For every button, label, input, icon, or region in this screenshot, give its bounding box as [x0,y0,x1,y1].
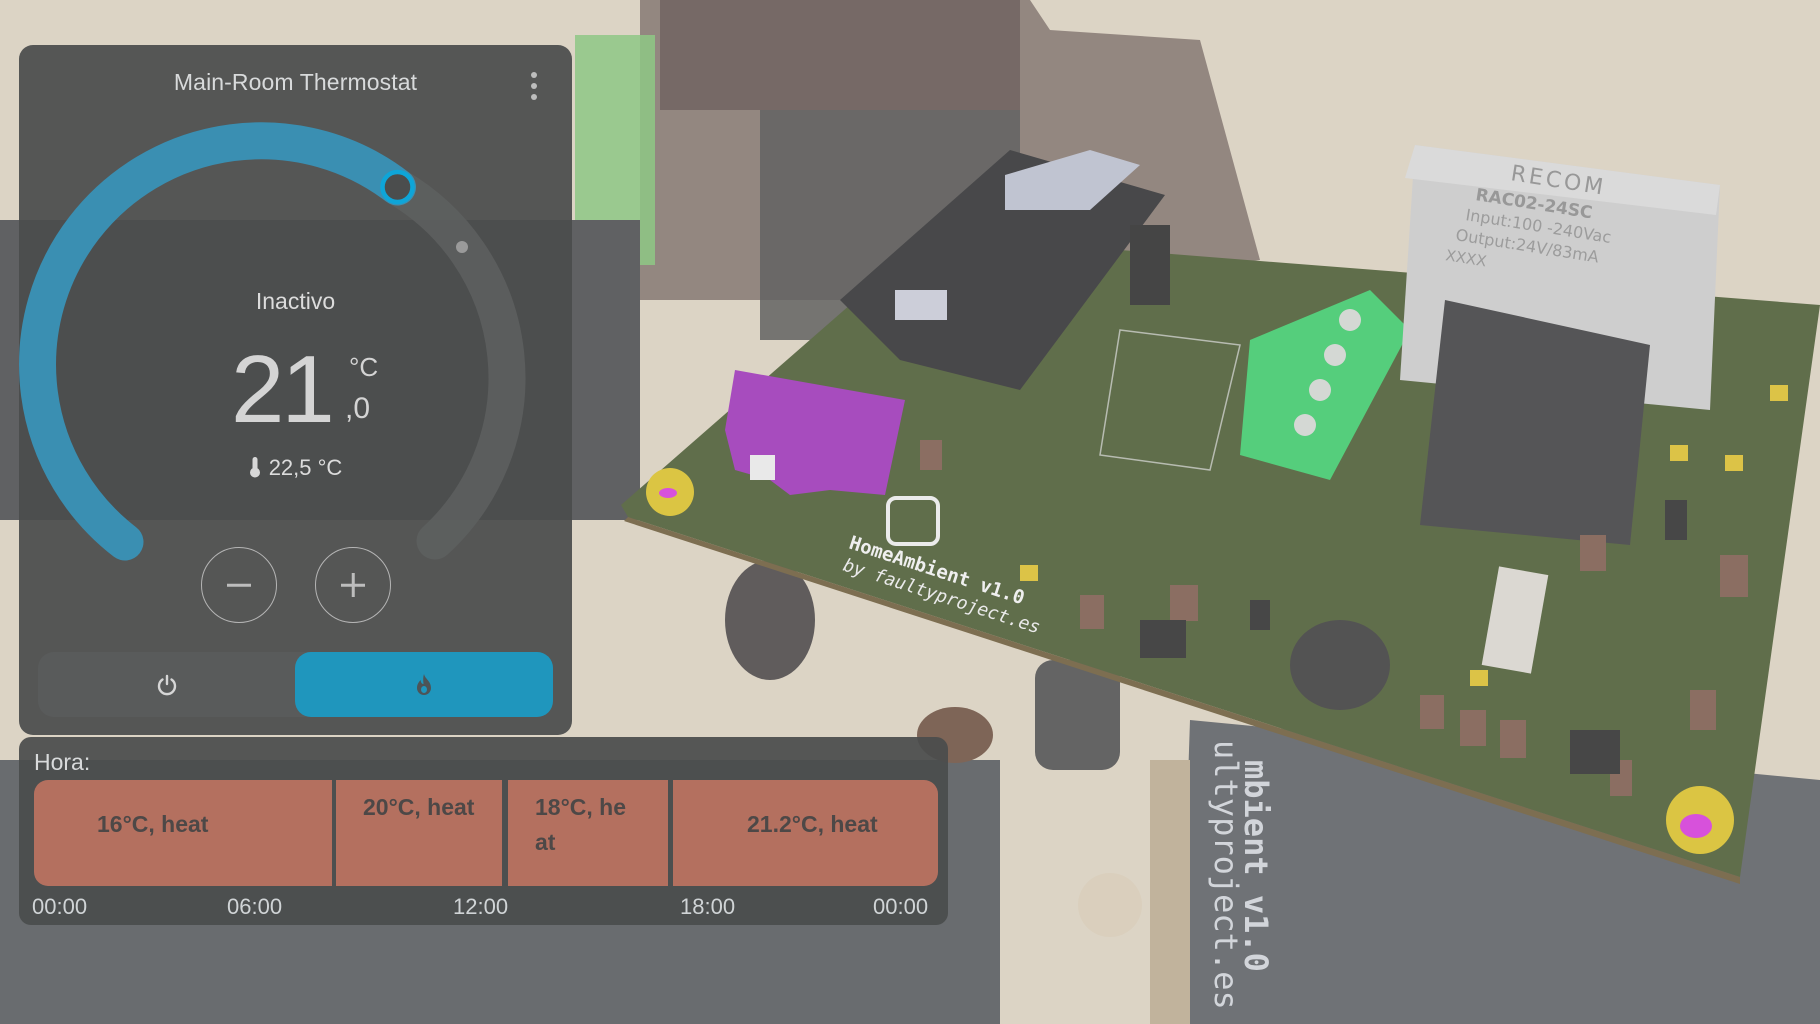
hvac-action-status: Inactivo [255,288,336,314]
thermostat-title: Main-Room Thermostat [173,69,418,95]
svg-text:mbient v1.0: mbient v1.0 [1237,760,1275,972]
current-temperature-value: 22,5 °C [268,455,343,480]
thermometer-icon [249,457,260,478]
current-temperature: 22,5 °C [19,455,572,481]
dial-active-arc [19,122,416,561]
decrease-temperature-button[interactable] [201,547,277,623]
time-tick: 18:00 [680,894,736,919]
schedule-slot[interactable]: 21.2°C, heat [673,780,938,886]
mode-heat-button[interactable] [295,652,553,717]
time-tick: 00:00 [873,894,929,919]
time-tick: 00:00 [32,894,88,919]
schedule-slot-label: 16°C, heat [97,811,209,837]
schedule-card: Hora: 16°C, heat 20°C, heat 18°C, heat 2… [19,737,948,925]
target-temperature: 21 °C ,0 [231,340,431,440]
hvac-mode-selector [38,652,553,717]
schedule-slot-label: 21.2°C, heat [747,811,878,837]
schedule-timeline: 16°C, heat 20°C, heat 18°C, heat 21.2°C,… [34,780,938,886]
schedule-slot-label: 18°C, heat [535,794,627,855]
schedule-label: Hora: [34,749,91,775]
flame-icon [417,673,431,695]
target-temperature-decimal: ,0 [345,392,371,425]
schedule-slot[interactable]: 16°C, heat [34,780,332,886]
time-tick: 12:00 [453,894,509,919]
dial-handle[interactable] [380,169,415,205]
target-temperature-integer: 21 [231,336,335,443]
thermostat-card: Main-Room Thermostat Inactivo 21 °C ,0 2… [19,45,572,735]
dial-track [379,168,526,560]
svg-text:ultyproject.es: ultyproject.es [1207,740,1245,1010]
increase-temperature-button[interactable] [315,547,391,623]
mode-off-button[interactable] [38,652,295,717]
schedule-slot-label: 20°C, heat [363,794,475,820]
temperature-dial[interactable] [19,45,572,645]
power-icon [157,674,176,695]
more-vert-icon[interactable] [522,71,546,101]
current-temperature-marker [456,241,468,253]
schedule-slot[interactable]: 18°C, heat [508,780,668,886]
time-tick: 06:00 [227,894,283,919]
target-temperature-unit: °C [349,352,379,382]
schedule-slot[interactable]: 20°C, heat [336,780,502,886]
